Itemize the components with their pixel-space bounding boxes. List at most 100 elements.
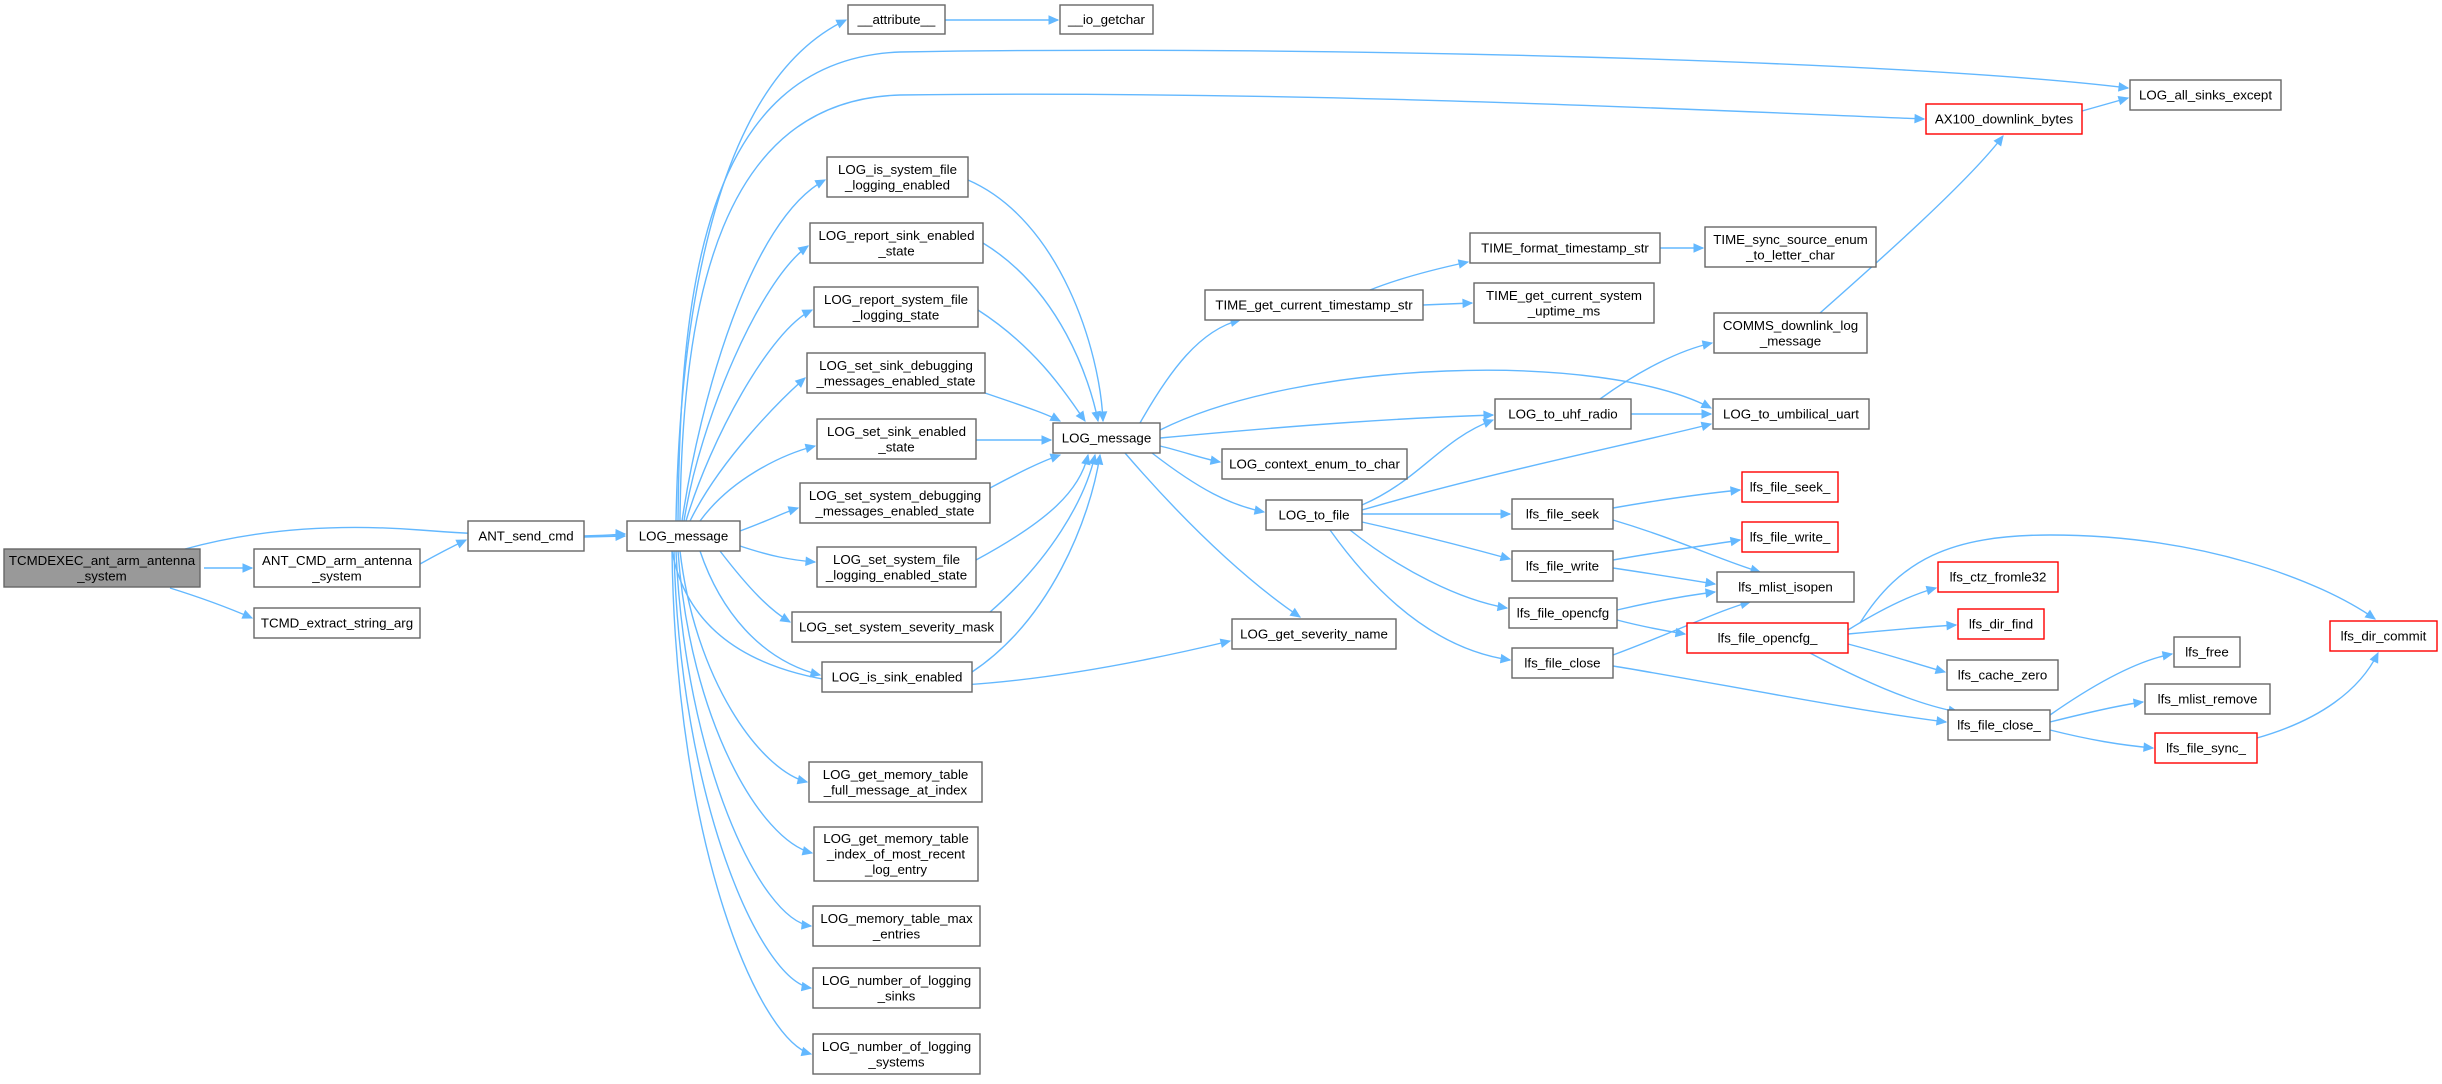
node-box xyxy=(1511,550,1614,582)
edge-setsysfile-to-logmsgB xyxy=(975,453,1091,561)
node-box xyxy=(1204,289,1424,321)
edge-root-to-tcmdext xyxy=(169,587,254,619)
node-label: lfs_ctz_fromle32 xyxy=(1950,570,2047,585)
node-setsev[interactable]: LOG_set_system_severity_mask xyxy=(791,611,1002,643)
node-dirfind[interactable]: lfs_dir_find xyxy=(1957,608,2045,640)
node-cachezero[interactable]: lfs_cache_zero xyxy=(1946,659,2059,691)
node-label: _logging_state xyxy=(852,307,940,322)
node-label: LOG_report_system_file xyxy=(824,292,968,307)
node-tcmdext[interactable]: TCMD_extract_string_arg xyxy=(253,607,421,639)
node-label: _full_message_at_index xyxy=(823,782,968,797)
node-attr[interactable]: __attribute__ xyxy=(847,4,946,35)
node-memrecent[interactable]: LOG_get_memory_table_index_of_most_recen… xyxy=(813,826,979,882)
node-fopencfg[interactable]: lfs_file_opencfg xyxy=(1508,597,1618,629)
node-label: LOG_set_system_file xyxy=(833,552,960,567)
node-iogetchar[interactable]: __io_getchar xyxy=(1059,4,1154,35)
edge-layer xyxy=(169,15,2379,1057)
node-issinken[interactable]: LOG_is_sink_enabled xyxy=(821,661,973,693)
edge-tofile-to-fopencfg xyxy=(1349,529,1509,612)
node-fwrite_[interactable]: lfs_file_write_ xyxy=(1741,521,1839,553)
node-label: _index_of_most_recent xyxy=(826,847,966,862)
node-commsdl[interactable]: COMMS_downlink_log_message xyxy=(1713,312,1868,354)
node-label: LOG_is_system_file xyxy=(838,162,957,177)
node-setsysfile[interactable]: LOG_set_system_file_logging_enabled_stat… xyxy=(816,546,977,588)
node-setsysdbg[interactable]: LOG_set_system_debugging_messages_enable… xyxy=(799,482,991,524)
node-label: lfs_file_close_ xyxy=(1957,718,2041,733)
edge-timecur-to-timeup xyxy=(1422,298,1474,309)
node-label: lfs_file_close xyxy=(1524,656,1600,671)
node-label: _logging_enabled xyxy=(844,177,950,192)
node-repsysfile[interactable]: LOG_report_system_file_logging_state xyxy=(813,286,979,328)
node-ctzfromle[interactable]: lfs_ctz_fromle32 xyxy=(1937,561,2059,593)
node-fclose[interactable]: lfs_file_close xyxy=(1511,647,1614,679)
node-ax100[interactable]: AX100_downlink_bytes xyxy=(1925,103,2083,135)
node-antsend[interactable]: ANT_send_cmd xyxy=(467,520,585,552)
node-box xyxy=(1947,709,2051,741)
edge-commsdl-to-ax100 xyxy=(1819,135,2004,314)
node-layer: TCMDEXEC_ant_arm_antenna_system ANT_CMD_a… xyxy=(3,4,2438,1075)
edge-setsinkdbg-to-logmsgB xyxy=(984,392,1062,422)
node-label: LOG_get_memory_table xyxy=(823,767,969,782)
node-box xyxy=(806,352,986,394)
edge-logmsgB-to-sevname xyxy=(1124,452,1302,618)
node-label: lfs_free xyxy=(2185,645,2229,660)
edge-antcmd-to-antsend xyxy=(419,539,468,565)
node-label: LOG_get_memory_table xyxy=(823,831,969,846)
node-setsinkdbg[interactable]: LOG_set_sink_debugging_messages_enabled_… xyxy=(806,352,986,394)
node-label: LOG_to_uhf_radio xyxy=(1508,407,1617,422)
node-fopencfg_[interactable]: lfs_file_opencfg_ xyxy=(1686,622,1849,654)
node-dircommit[interactable]: lfs_dir_commit xyxy=(2329,620,2438,652)
edge-timecur-to-timefmt xyxy=(1369,259,1470,291)
node-mlistrm[interactable]: lfs_mlist_remove xyxy=(2144,683,2271,715)
node-allsinks[interactable]: LOG_all_sinks_except xyxy=(2129,79,2282,111)
node-label: __io_getchar xyxy=(1067,12,1145,27)
node-repsink[interactable]: LOG_report_sink_enabled_state xyxy=(809,222,984,264)
node-logmsgB[interactable]: LOG_message xyxy=(1052,422,1161,454)
node-fclose_[interactable]: lfs_file_close_ xyxy=(1947,709,2051,741)
node-setsinken[interactable]: LOG_set_sink_enabled_state xyxy=(816,418,977,460)
node-box xyxy=(813,286,979,328)
node-mlistopen[interactable]: lfs_mlist_isopen xyxy=(1716,571,1855,603)
node-box xyxy=(2329,620,2438,652)
node-tofile[interactable]: LOG_to_file xyxy=(1265,499,1363,531)
node-umb[interactable]: LOG_to_umbilical_uart xyxy=(1712,398,1870,430)
node-box xyxy=(1494,398,1632,430)
node-timecur[interactable]: TIME_get_current_timestamp_str xyxy=(1204,289,1424,321)
node-antcmd[interactable]: ANT_CMD_arm_antenna_system xyxy=(253,548,421,588)
edge-logmsgA-to-setsinkdbg xyxy=(689,377,806,522)
node-timesync[interactable]: TIME_sync_source_enum_to_letter_char xyxy=(1704,226,1877,268)
node-logmsgA[interactable]: LOG_message xyxy=(626,520,741,552)
node-lfree[interactable]: lfs_free xyxy=(2173,636,2241,668)
edge-antsend-to-logmsgA xyxy=(583,531,627,541)
node-label: lfs_file_write xyxy=(1526,559,1599,574)
node-fseek_[interactable]: lfs_file_seek_ xyxy=(1741,471,1839,503)
node-memfull[interactable]: LOG_get_memory_table_full_message_at_ind… xyxy=(808,761,983,803)
edge-fopencfg_-to-dirfind xyxy=(1847,620,1958,635)
edge-logmsgA-to-setsinken xyxy=(699,443,817,522)
node-label: lfs_mlist_isopen xyxy=(1738,580,1833,595)
edge-setsinken-to-logmsgB xyxy=(976,435,1053,445)
node-issysfile[interactable]: LOG_is_system_file_logging_enabled xyxy=(826,156,969,198)
node-numsys[interactable]: LOG_number_of_logging_systems xyxy=(812,1033,981,1075)
node-label: lfs_dir_find xyxy=(1969,617,2033,632)
node-ctxenum[interactable]: LOG_context_enum_to_char xyxy=(1221,448,1408,480)
node-numsinks[interactable]: LOG_number_of_logging_sinks xyxy=(812,967,981,1009)
node-uhf[interactable]: LOG_to_uhf_radio xyxy=(1494,398,1632,430)
edge-fopencfg-to-mlistopen xyxy=(1616,588,1717,611)
node-label: AX100_downlink_bytes xyxy=(1935,112,2074,127)
edge-fclose_-to-mlistrm xyxy=(2049,698,2145,723)
node-memmax[interactable]: LOG_memory_table_max_entries xyxy=(812,905,981,947)
node-sevname[interactable]: LOG_get_severity_name xyxy=(1231,618,1397,650)
edge-logmsgB-to-ctxenum xyxy=(1159,445,1222,465)
node-box xyxy=(1713,312,1868,354)
node-timeup[interactable]: TIME_get_current_system_uptime_ms xyxy=(1473,282,1655,324)
node-box xyxy=(791,611,1002,643)
node-fsync_[interactable]: lfs_file_sync_ xyxy=(2154,732,2258,764)
node-label: LOG_message xyxy=(1062,431,1151,446)
node-timefmt[interactable]: TIME_format_timestamp_str xyxy=(1469,232,1661,264)
node-label: TIME_get_current_timestamp_str xyxy=(1215,298,1413,313)
node-root[interactable]: TCMDEXEC_ant_arm_antenna_system xyxy=(3,548,201,588)
node-fwrite[interactable]: lfs_file_write xyxy=(1511,550,1614,582)
node-box xyxy=(1937,561,2059,593)
node-fseek[interactable]: lfs_file_seek xyxy=(1511,498,1614,530)
